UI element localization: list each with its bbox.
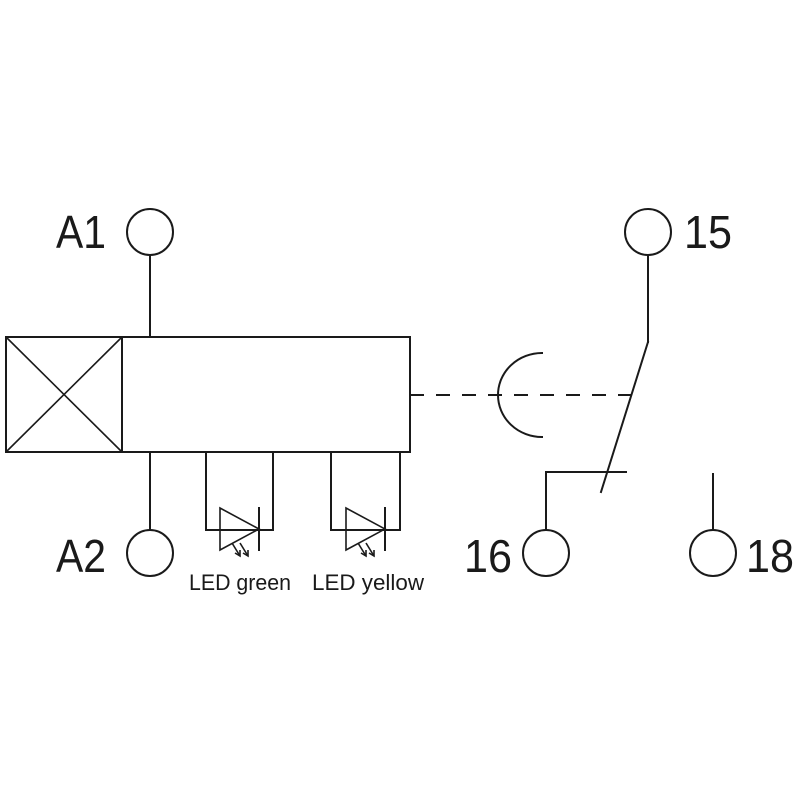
led-green-emission-arrows-icon [231, 542, 249, 558]
led-green: LED green [189, 451, 291, 595]
terminal-16-circle [522, 529, 570, 577]
linkage-arc [497, 351, 544, 439]
terminal-a1-label: A1 [56, 206, 106, 258]
led-green-label: LED green [189, 570, 291, 595]
terminal-18-circle [689, 529, 737, 577]
led-green-loop-wire [205, 451, 274, 531]
led-yellow-emission-arrows-icon [357, 542, 375, 558]
terminal-a2-circle [126, 529, 174, 577]
terminal-a1-circle [126, 208, 174, 256]
led-yellow-label: LED yellow [312, 570, 424, 595]
terminal-18: 18 [689, 529, 794, 582]
coil-body [5, 336, 411, 453]
led-yellow-loop-wire [330, 451, 401, 531]
terminal-16: 16 [464, 529, 570, 582]
coil-cross-line-2 [5, 336, 123, 453]
terminal-16-label: 16 [464, 530, 512, 582]
terminal-15: 15 [624, 206, 732, 258]
led-yellow: LED yellow [312, 451, 424, 595]
terminal-16-contact-wire [545, 471, 627, 531]
terminal-15-circle [624, 208, 672, 256]
terminal-a1: A1 [56, 206, 174, 258]
switch-contact-blade [599, 340, 650, 494]
terminal-a2-label: A2 [56, 530, 106, 582]
terminal-18-label: 18 [746, 530, 794, 582]
terminal-a2: A2 [56, 529, 174, 582]
led-green-diode-triangle [219, 506, 261, 552]
relay-coil [5, 336, 411, 453]
led-yellow-diode-triangle [345, 506, 387, 552]
terminal-15-label: 15 [684, 206, 732, 258]
